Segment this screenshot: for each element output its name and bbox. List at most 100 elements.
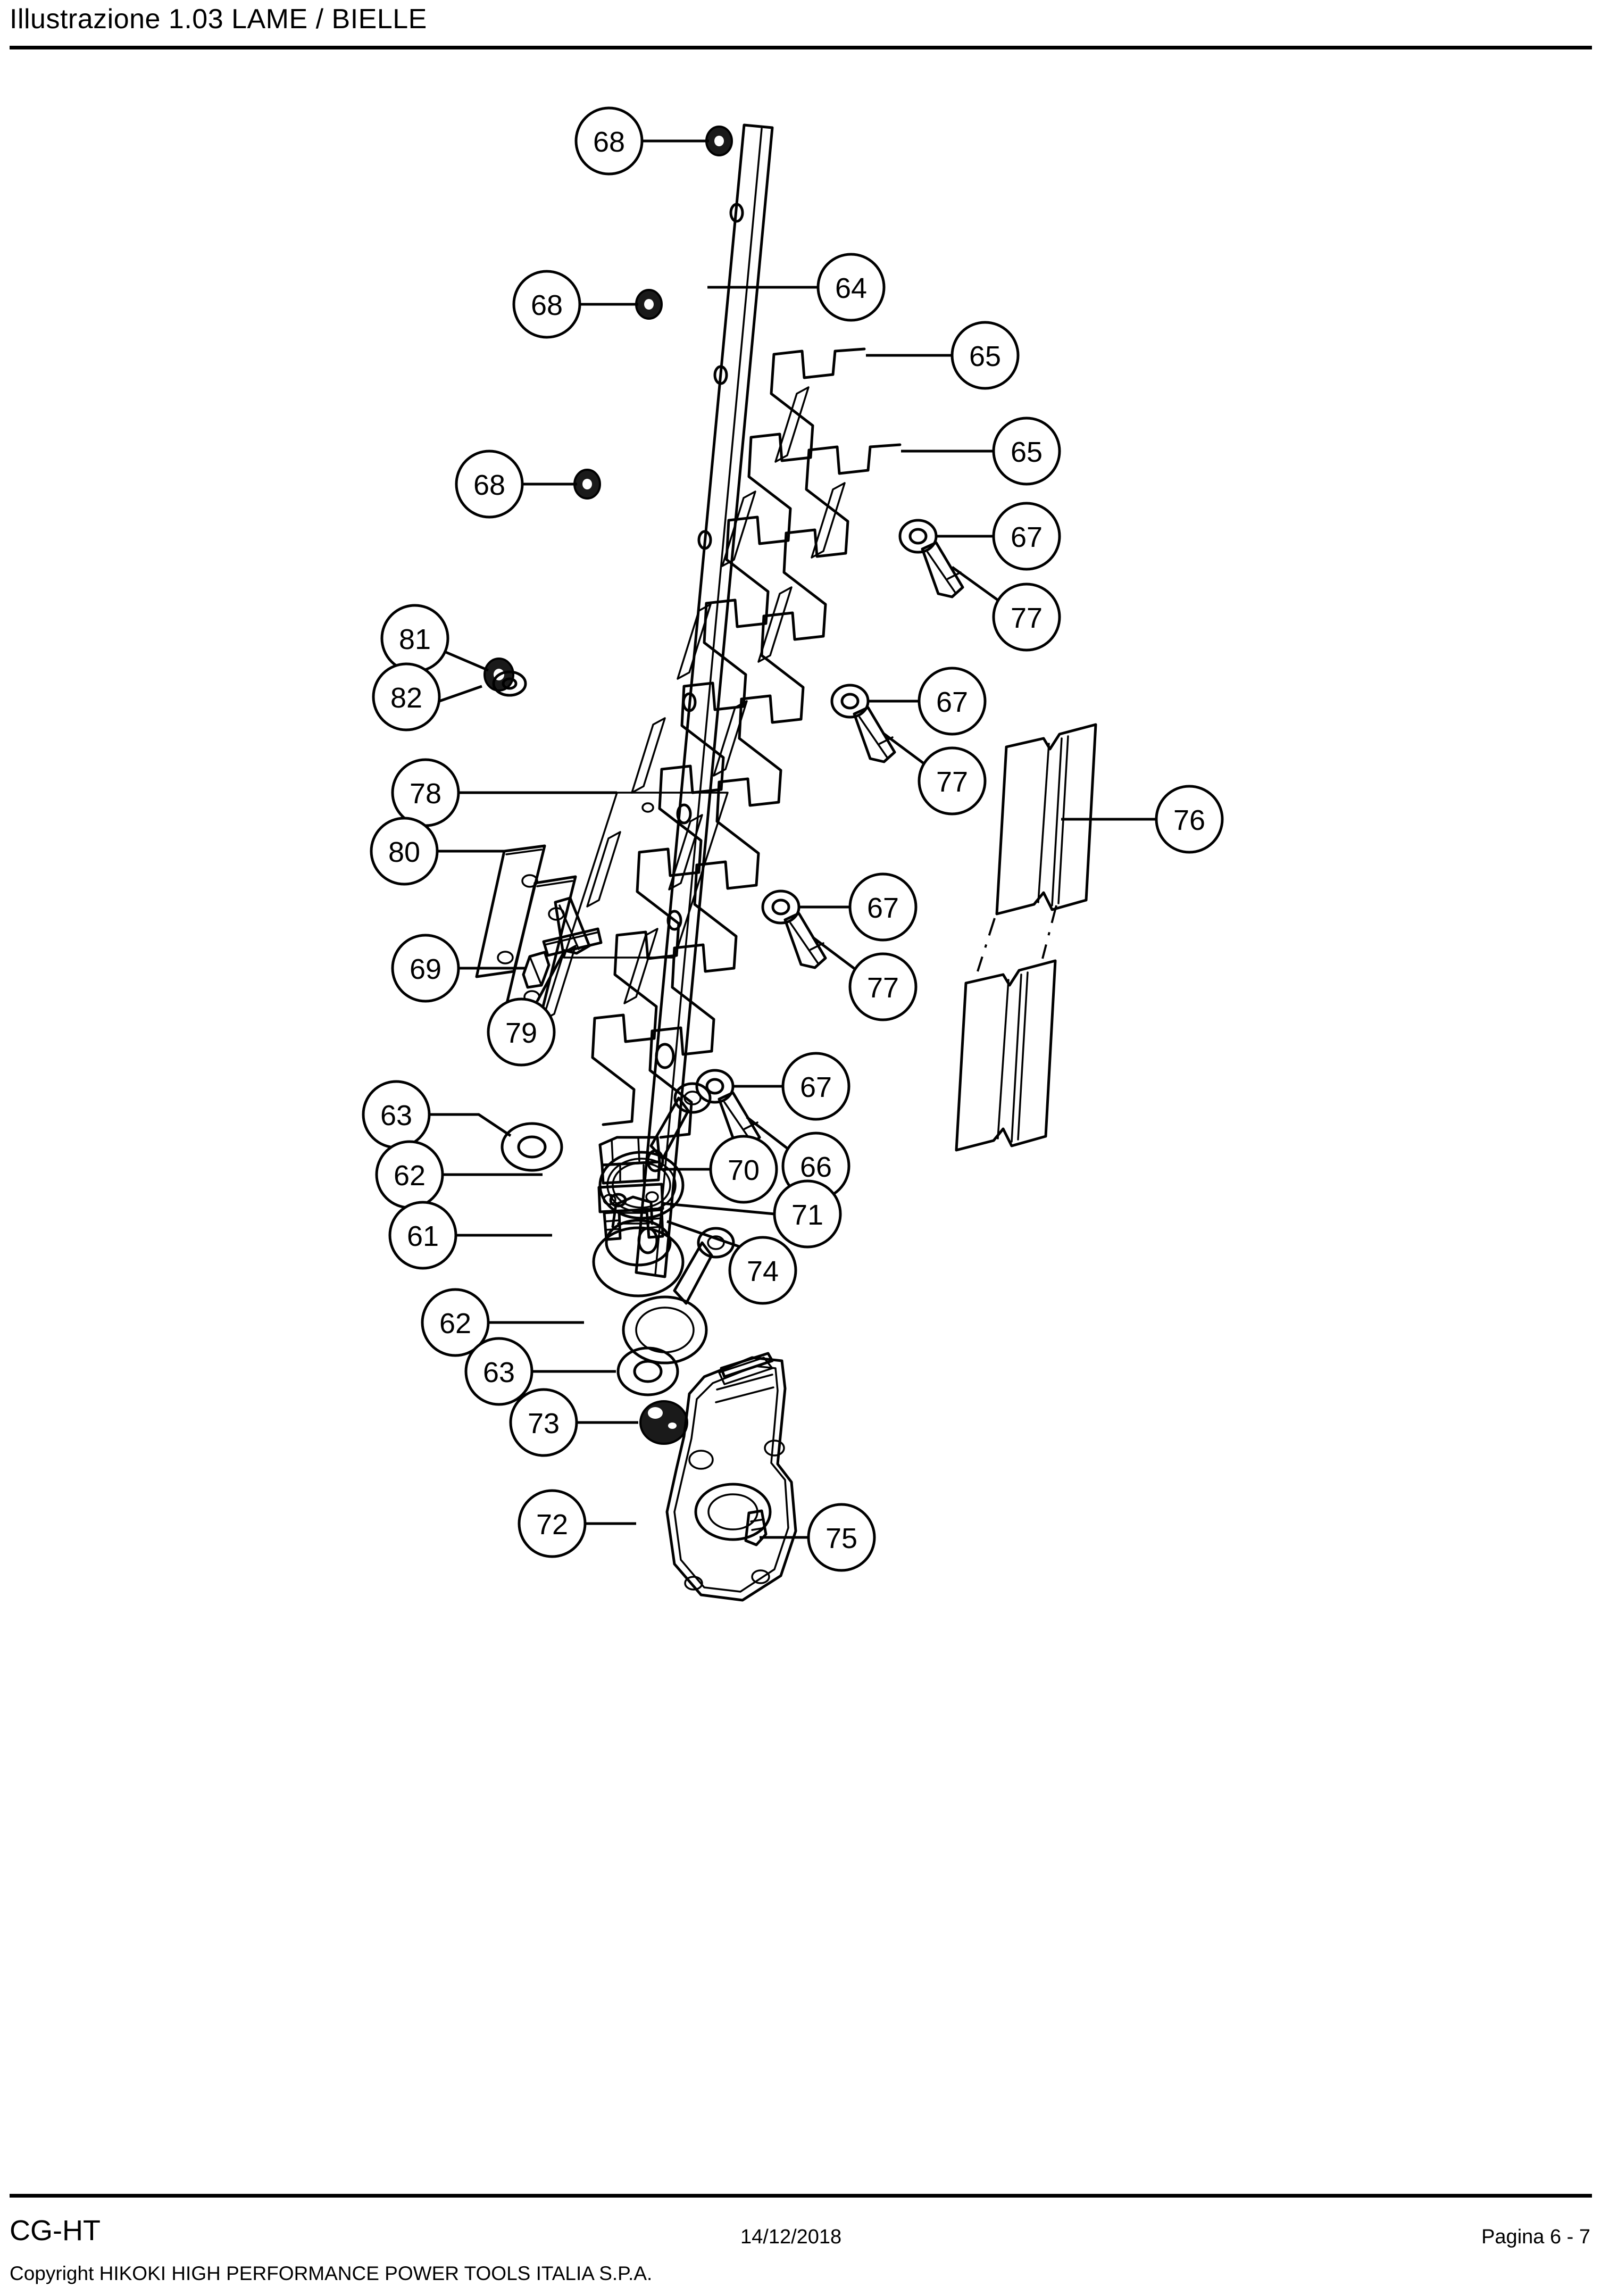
part-nut-68-c [573, 469, 601, 500]
part-pin-69 [522, 951, 551, 989]
callout-69[interactable]: 69 [391, 934, 460, 1003]
callout-number: 81 [399, 623, 431, 655]
callout-72[interactable]: 72 [518, 1489, 587, 1558]
callout-bubble[interactable] [487, 997, 556, 1067]
part-gearbox-housing-72 [665, 1352, 797, 1602]
callout-75[interactable]: 75 [807, 1503, 876, 1572]
callout-bubble-layer: 68 64 68 65 65 67 77 68 81 82 78 80 67 77 76 69 79 67 77 67… [362, 106, 1224, 1572]
callout-number: 64 [835, 272, 867, 304]
callout-number: 67 [1011, 521, 1043, 553]
callout-bubble[interactable] [391, 934, 460, 1003]
callout-78[interactable]: 78 [391, 758, 460, 827]
callout-65[interactable]: 65 [950, 321, 1020, 390]
callout-62[interactable]: 62 [375, 1140, 444, 1209]
part-washer-63-b [616, 1346, 679, 1396]
part-plate-80 [475, 844, 546, 978]
callout-bubble[interactable] [918, 667, 987, 736]
leader-line-77 [951, 565, 999, 602]
callout-bubble[interactable] [709, 1135, 778, 1204]
callout-79[interactable]: 79 [487, 997, 556, 1067]
callout-71[interactable]: 71 [773, 1179, 842, 1249]
callout-bubble[interactable] [848, 952, 918, 1021]
callout-bubble[interactable] [372, 662, 441, 731]
callout-68[interactable]: 68 [512, 270, 581, 339]
callout-number: 67 [800, 1071, 832, 1103]
callout-64[interactable]: 64 [816, 253, 886, 322]
leader-line-77 [882, 731, 925, 766]
part-key-79 [542, 927, 603, 957]
callout-number: 65 [969, 340, 1001, 372]
callout-bubble[interactable] [950, 321, 1020, 390]
part-nut-68-a [705, 126, 733, 156]
callout-77[interactable]: 77 [918, 746, 987, 816]
callout-65[interactable]: 65 [992, 417, 1061, 486]
callout-68[interactable]: 68 [574, 106, 644, 176]
callout-77[interactable]: 77 [992, 583, 1061, 652]
part-screw-74-a [603, 1210, 622, 1241]
part-plate-nut-71 [597, 1183, 664, 1213]
callout-81[interactable]: 81 [380, 604, 449, 673]
callout-73[interactable]: 73 [509, 1388, 578, 1457]
part-bearing-62-a [606, 1158, 677, 1213]
callout-number: 77 [936, 766, 968, 798]
callout-number: 80 [388, 836, 420, 868]
callout-bubble[interactable] [388, 1201, 457, 1270]
leader-line-63 [429, 1113, 512, 1137]
callout-bubble[interactable] [370, 817, 439, 886]
callout-bubble[interactable] [509, 1388, 578, 1457]
callout-number: 67 [936, 686, 968, 718]
callout-number: 82 [390, 682, 422, 714]
callout-68[interactable]: 68 [455, 450, 524, 519]
part-washer-63-a [501, 1122, 563, 1172]
callout-67[interactable]: 67 [848, 872, 918, 942]
callout-number: 79 [505, 1017, 537, 1049]
footer-page-number: Pagina 6 - 7 [1481, 2226, 1590, 2248]
callout-bubble[interactable] [918, 746, 987, 816]
callout-bubble[interactable] [464, 1337, 533, 1406]
callout-77[interactable]: 77 [848, 952, 918, 1021]
callout-number: 69 [410, 953, 441, 985]
callout-80[interactable]: 80 [370, 817, 439, 886]
callout-number: 77 [867, 972, 899, 1004]
leader-line-81 [444, 650, 489, 672]
callout-bubble[interactable] [728, 1236, 797, 1305]
callout-bubble[interactable] [781, 1052, 850, 1121]
callout-bubble[interactable] [1155, 785, 1224, 854]
callout-number: 68 [593, 126, 625, 158]
part-bolt-77-a [921, 541, 964, 598]
callout-67[interactable]: 67 [992, 502, 1061, 571]
part-washer-82 [492, 670, 527, 697]
part-screw-74-b [645, 1208, 664, 1239]
part-guard-plate-78 [563, 792, 729, 959]
callout-number: 73 [528, 1408, 560, 1440]
footer-copyright: Copyright HIKOKI HIGH PERFORMANCE POWER … [10, 2262, 653, 2284]
callout-67[interactable]: 67 [918, 667, 987, 736]
callout-number: 76 [1173, 804, 1205, 836]
callout-bubble[interactable] [848, 872, 918, 942]
callout-74[interactable]: 74 [728, 1236, 797, 1305]
callout-bubble[interactable] [455, 450, 524, 519]
callout-bubble[interactable] [992, 502, 1061, 571]
part-nut-68-b [635, 289, 663, 320]
callout-67[interactable]: 67 [781, 1052, 850, 1121]
callout-bubble[interactable] [773, 1179, 842, 1249]
callout-bubble[interactable] [421, 1288, 490, 1357]
callout-63[interactable]: 63 [464, 1337, 533, 1406]
callout-63[interactable]: 63 [362, 1080, 431, 1149]
callout-bubble[interactable] [512, 270, 581, 339]
callout-bubble[interactable] [574, 106, 644, 176]
callout-82[interactable]: 82 [372, 662, 441, 731]
callout-number: 71 [791, 1199, 823, 1231]
callout-61[interactable]: 61 [388, 1201, 457, 1270]
callout-bubble[interactable] [816, 253, 886, 322]
callout-70[interactable]: 70 [709, 1135, 778, 1204]
callout-76[interactable]: 76 [1155, 785, 1224, 854]
callout-bubble[interactable] [807, 1503, 876, 1572]
callout-bubble[interactable] [518, 1489, 587, 1558]
leader-line-77 [812, 936, 856, 970]
callout-bubble[interactable] [992, 583, 1061, 652]
callout-62[interactable]: 62 [421, 1288, 490, 1357]
callout-number: 68 [531, 289, 563, 321]
callout-bubble[interactable] [992, 417, 1061, 486]
